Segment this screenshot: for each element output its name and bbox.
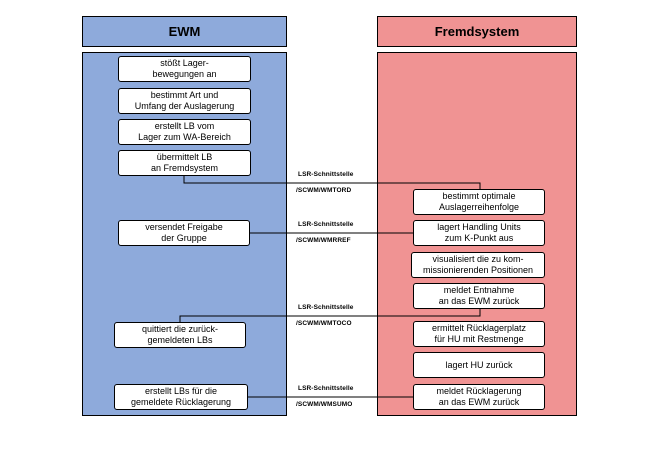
- connector-wmtoco: [179, 309, 481, 322]
- ewm-header-label: EWM: [168, 24, 201, 39]
- fremd-step-6: lagert HU zurück: [413, 352, 545, 378]
- interface-label-2: LSR-Schnittstelle: [298, 221, 354, 228]
- interface-code-1: /SCWM/WMTORD: [296, 187, 352, 194]
- interface-code-3: /SCWM/WMTOCO: [296, 320, 352, 327]
- ewm-step-6: quittiert die zurück-gemeldeten LBs: [114, 322, 246, 348]
- fremdsystem-header-label: Fremdsystem: [434, 24, 520, 39]
- fremd-step-3: visualisiert die zu kom-missionierenden …: [411, 252, 545, 278]
- interface-code-2: /SCWM/WMRREF: [296, 237, 351, 244]
- interface-label-3: LSR-Schnittstelle: [298, 304, 354, 311]
- interface-code-4: /SCWM/WMSUMO: [296, 401, 353, 408]
- fremdsystem-header: Fremdsystem: [377, 16, 577, 47]
- ewm-header: EWM: [82, 16, 287, 47]
- interface-label-1: LSR-Schnittstelle: [298, 171, 354, 178]
- interface-label-4: LSR-Schnittstelle: [298, 385, 354, 392]
- connector-wmtord: [183, 176, 481, 189]
- ewm-step-1: stößt Lager-bewegungen an: [118, 56, 251, 82]
